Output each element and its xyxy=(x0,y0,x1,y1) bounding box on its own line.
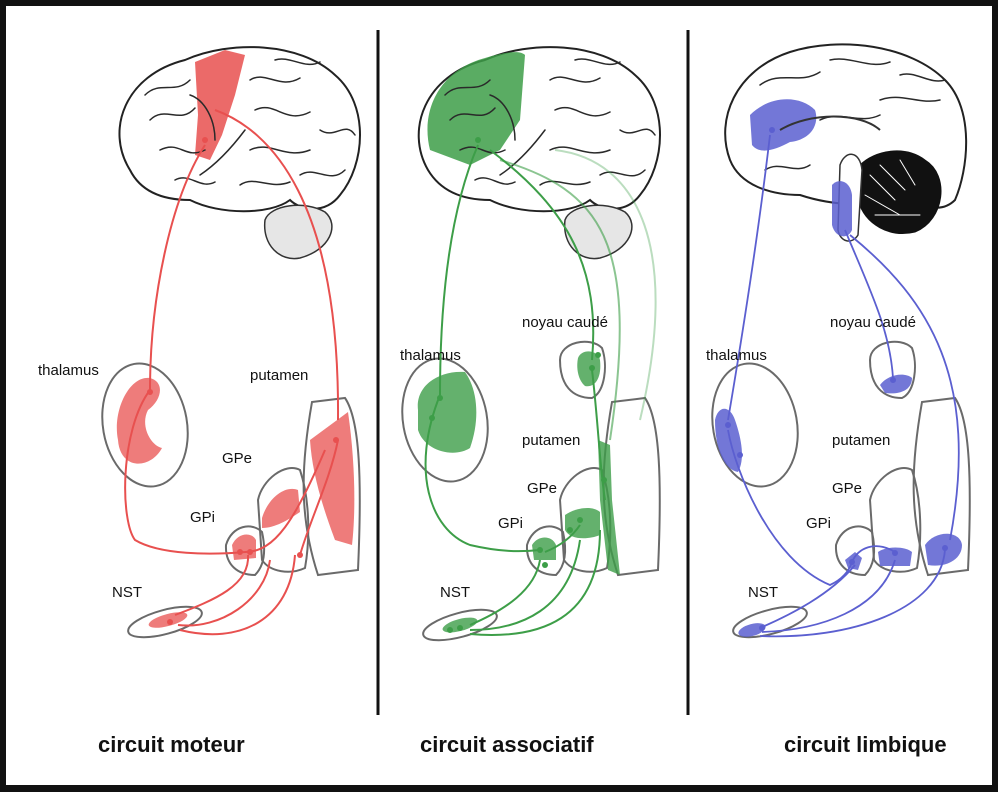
label-noyau-caude: noyau caudé xyxy=(830,314,916,331)
brain-lateral-view xyxy=(419,47,660,258)
label-gpe: GPe xyxy=(527,480,557,497)
gpe-shading xyxy=(565,508,600,538)
gpi-shading xyxy=(232,535,256,560)
label-noyau-caude: noyau caudé xyxy=(522,314,608,331)
label-thalamus: thalamus xyxy=(706,347,767,364)
label-putamen: putamen xyxy=(250,367,308,384)
caption-motor: circuit moteur xyxy=(98,732,245,757)
panel-motor: thalamus putamen GPe GPi NST circuit mot… xyxy=(38,47,360,757)
panel-associative: noyau caudé thalamus putamen GPe GPi NST… xyxy=(393,47,660,757)
putamen-shading xyxy=(310,412,354,545)
panel-limbic: thalamus noyau caudé putamen GPe GPi NST… xyxy=(703,44,970,757)
brain-lateral-view xyxy=(119,47,360,258)
caption-limbic: circuit limbique xyxy=(784,732,947,757)
label-gpi: GPi xyxy=(498,515,523,532)
label-gpe: GPe xyxy=(832,480,862,497)
label-nst: NST xyxy=(440,584,470,601)
label-gpi: GPi xyxy=(806,515,831,532)
label-putamen: putamen xyxy=(832,432,890,449)
caption-associative: circuit associatif xyxy=(420,732,594,757)
brain-medial-view xyxy=(725,44,966,241)
label-putamen: putamen xyxy=(522,432,580,449)
label-gpi: GPi xyxy=(190,509,215,526)
label-gpe: GPe xyxy=(222,450,252,467)
thalamus-shading xyxy=(117,378,162,464)
gpe-shading xyxy=(262,489,300,528)
label-thalamus: thalamus xyxy=(38,362,99,379)
label-thalamus: thalamus xyxy=(400,347,461,364)
label-nst: NST xyxy=(112,584,142,601)
label-nst: NST xyxy=(748,584,778,601)
caudate-shading xyxy=(880,375,912,394)
